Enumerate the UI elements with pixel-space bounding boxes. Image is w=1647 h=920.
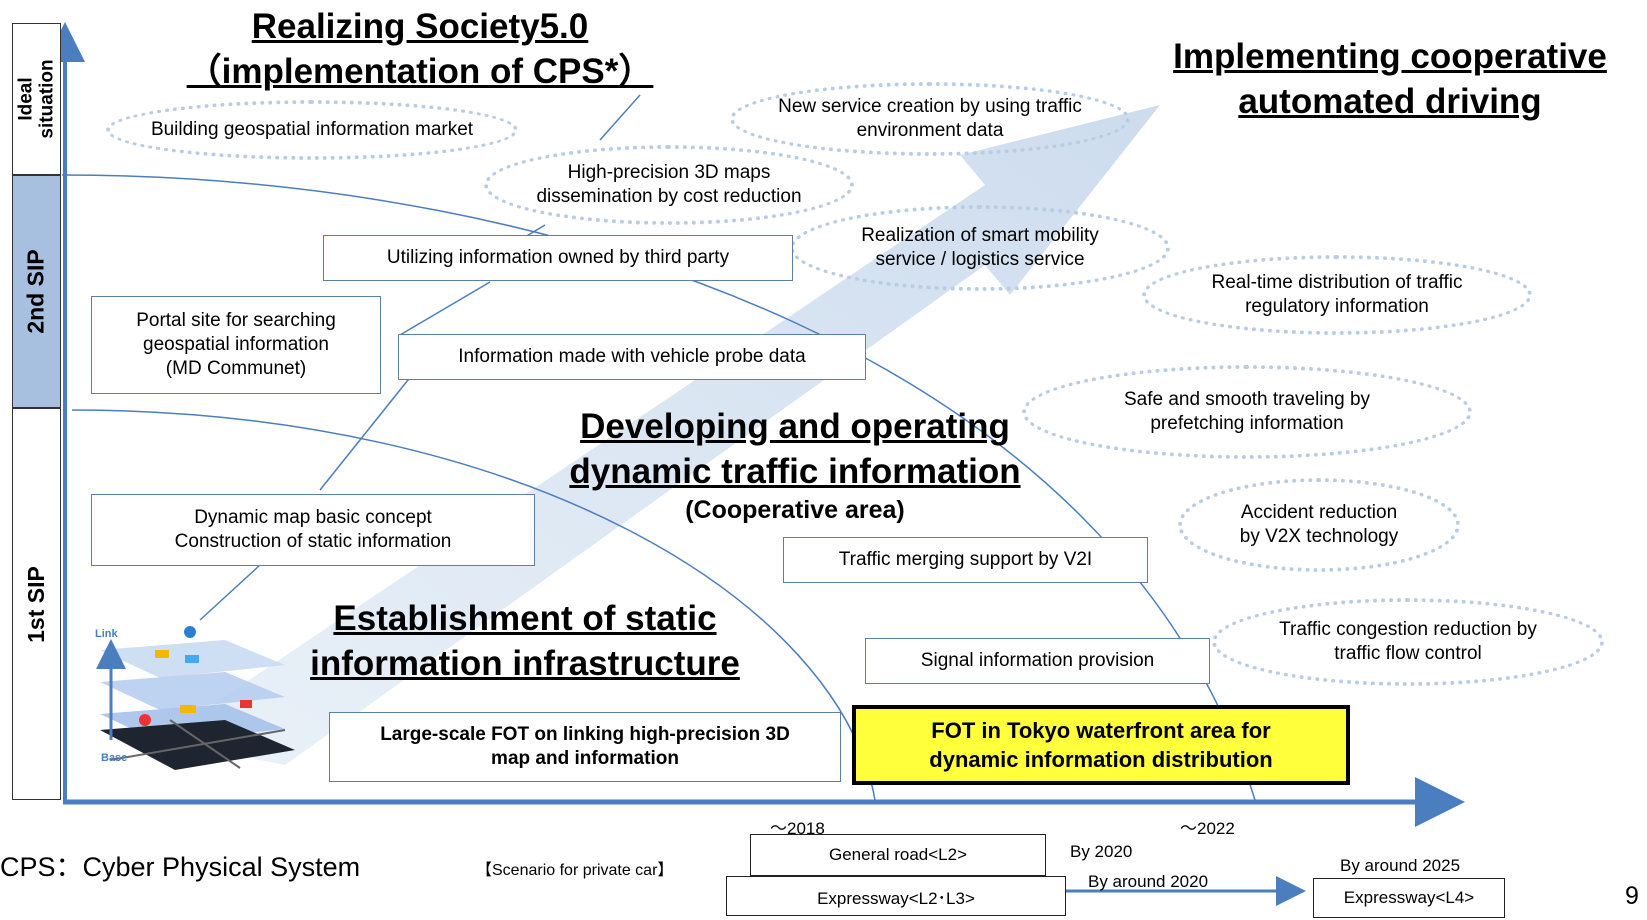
sidebar-2nd-sip-label: 2nd SIP (23, 249, 50, 334)
by-around-2020-label: By around 2020 (1088, 872, 1209, 891)
map-layers-illustration (96, 626, 295, 770)
connector-line (199, 564, 261, 621)
society-heading: Realizing Society5.0 （implementation of … (186, 7, 654, 91)
sidebar-2nd-sip: 2nd SIP (12, 175, 61, 408)
timeline-2022: ～2022 (1180, 819, 1235, 838)
by-2020-label: By 2020 (1070, 842, 1133, 861)
page-number: 9 (1625, 882, 1639, 910)
ellipse-realtime-regulatory: Real-time distribution of traffic regula… (1142, 255, 1532, 335)
timeline-2018: ～2018 (770, 819, 825, 838)
box-probe-data: Information made with vehicle probe data (398, 334, 866, 380)
box-large-scale-fot: Large-scale FOT on linking high-precisio… (329, 712, 841, 782)
by-around-2025-label: By around 2025 (1340, 856, 1461, 875)
dynamic-area-heading: Developing and operating dynamic traffic… (569, 407, 1021, 491)
box-signal-info: Signal information provision (865, 638, 1210, 684)
map-base-label: Base (101, 752, 128, 764)
sidebar-ideal-label: Ideal situation (15, 59, 58, 139)
ellipse-new-service: New service creation by using traffic en… (730, 82, 1130, 156)
box-tokyo-fot: FOT in Tokyo waterfront area for dynamic… (852, 705, 1350, 785)
expressway-l2-l3-box: Expressway<L2･L3> (726, 876, 1066, 916)
connector-line (319, 374, 413, 491)
box-portal-site: Portal site for searching geospatial inf… (91, 296, 381, 394)
sidebar-1st-sip: 1st SIP (12, 408, 61, 800)
scenario-label: 【Scenario for private car】 (476, 862, 674, 879)
ellipse-3d-maps: High-precision 3D maps dissemination by … (484, 145, 854, 225)
cps-footnote: CPS：Cyber Physical System (0, 852, 361, 882)
dynamic-area-subheading: (Cooperative area) (685, 496, 905, 524)
connector-line (399, 281, 491, 336)
expressway-l4-box: Expressway<L4> (1313, 878, 1505, 918)
ellipse-congestion-reduction: Traffic congestion reduction by traffic … (1212, 598, 1604, 686)
ellipse-safe-smooth: Safe and smooth traveling by prefetching… (1022, 365, 1472, 459)
map-link-label: Link (95, 628, 118, 640)
cooperative-heading: Implementing cooperative automated drivi… (1173, 37, 1607, 121)
connector-line (599, 94, 641, 141)
ellipse-smart-mobility: Realization of smart mobility service / … (790, 205, 1170, 291)
box-third-party: Utilizing information owned by third par… (323, 235, 793, 281)
general-road-box: General road<L2> (750, 834, 1046, 876)
box-dynamic-map: Dynamic map basic concept Construction o… (91, 494, 535, 566)
inner-arc (71, 409, 876, 801)
sidebar-1st-sip-label: 1st SIP (23, 565, 49, 643)
static-area-heading: Establishment of static information infr… (310, 599, 740, 683)
ellipse-accident-reduction: Accident reduction by V2X technology (1178, 478, 1460, 572)
ellipse-geospatial-market: Building geospatial information market (106, 100, 518, 160)
box-traffic-merging: Traffic merging support by V2I (783, 537, 1148, 583)
sidebar-ideal-situation: Ideal situation (12, 23, 61, 175)
outer-arc (61, 174, 1256, 801)
